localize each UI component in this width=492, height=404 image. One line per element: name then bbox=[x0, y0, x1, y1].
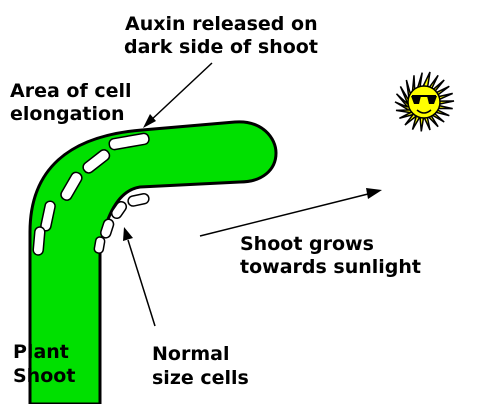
auxin-label-line2: dark side of shoot bbox=[124, 36, 318, 58]
elongation-label-line1: Area of cell bbox=[10, 80, 132, 102]
auxin-label-line1: Auxin released on bbox=[125, 13, 318, 35]
grows-label-line2: towards sunlight bbox=[240, 256, 421, 278]
elongation-label-line2: elongation bbox=[10, 103, 125, 125]
arrow-normal-cells bbox=[123, 227, 155, 326]
arrows bbox=[123, 63, 382, 326]
plant-shoot-label-line2: Shoot bbox=[13, 365, 75, 387]
grows-label-line1: Shoot grows bbox=[240, 233, 374, 255]
normal-cells-label-line2: size cells bbox=[152, 367, 249, 389]
arrow-towards-sun bbox=[200, 188, 382, 236]
arrow-auxin bbox=[143, 63, 212, 128]
normal-cells-label-line1: Normal bbox=[152, 343, 229, 365]
plant-shoot-label-line1: Plant bbox=[13, 341, 69, 363]
sun-icon bbox=[395, 72, 454, 131]
normal-cell bbox=[127, 193, 150, 207]
elongated-cell bbox=[33, 227, 45, 256]
normal-cell bbox=[94, 236, 106, 253]
